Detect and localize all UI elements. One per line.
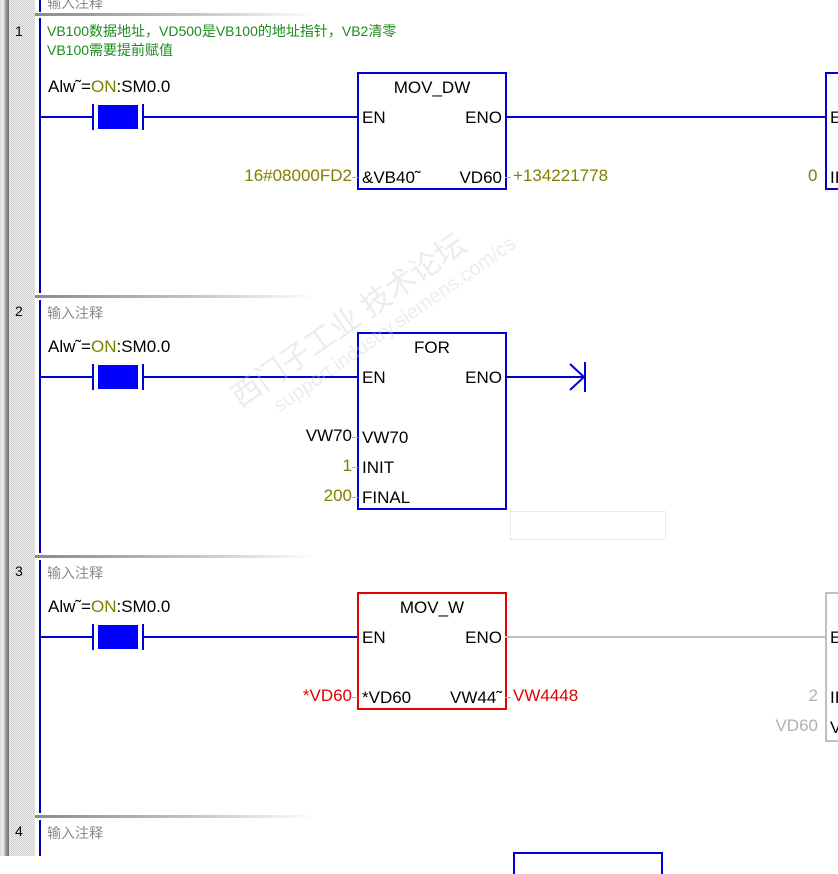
editor-left-border [0, 0, 9, 856]
network-comment[interactable]: 输入注释 [47, 305, 103, 321]
mov-dw-box[interactable]: MOV_DW EN ENO &VB40˜ VD60 [357, 72, 507, 190]
network-number: 2 [15, 303, 23, 319]
output-arrow-icon [569, 362, 586, 392]
contact-label: Alw˜=ON:SM0.0 [48, 337, 171, 356]
comment-line: VB100数据地址，VD500是VB100的地址指针，VB2清零 [47, 23, 397, 39]
operand-out[interactable]: +134221778 [513, 166, 609, 185]
wire [41, 116, 93, 118]
contact-label: Alw˜=ON:SM0.0 [48, 597, 171, 616]
wire [41, 376, 93, 378]
network-separator [35, 13, 315, 16]
wire [505, 376, 585, 378]
network-comment[interactable]: 输入注释 [47, 565, 103, 581]
power-rail [39, 300, 41, 553]
operand-in[interactable]: 2 [808, 686, 818, 705]
pin-init: INIT [362, 458, 395, 477]
wire [144, 116, 358, 118]
mov-w-box[interactable]: MOV_W EN ENO *VD60 VW44˜ [357, 592, 507, 710]
wire [505, 116, 825, 118]
operand-index[interactable]: VW70 [305, 426, 352, 445]
pin-in: V [830, 718, 838, 737]
contact-sm0-0[interactable] [92, 104, 144, 130]
pin-eno: ENO [465, 628, 502, 647]
pin-stub [352, 467, 358, 468]
network-separator [35, 815, 315, 818]
partial-box[interactable]: E II V [825, 592, 838, 742]
pin-in: *VD60 [362, 688, 412, 707]
wire [144, 376, 358, 378]
operand-final[interactable]: 200 [323, 486, 352, 505]
wire [505, 636, 825, 638]
pin-in: &VB40˜ [362, 168, 421, 187]
pin-en: EN [362, 628, 386, 647]
pin-in: II [830, 688, 838, 707]
network-comment[interactable]: VB100数据地址，VD500是VB100的地址指针，VB2清零 VB100需要… [47, 22, 396, 60]
pin-stub [505, 697, 511, 698]
network-separator [35, 555, 315, 558]
partial-box[interactable] [513, 852, 663, 874]
partial-box[interactable]: E II [825, 72, 838, 190]
wire [144, 636, 358, 638]
network-number: 3 [15, 563, 23, 579]
pin-out: VW44˜ [450, 688, 502, 707]
pin-stub [352, 497, 358, 498]
network-comment[interactable]: 输入注释 [47, 825, 103, 841]
box-title: MOV_W [399, 598, 465, 617]
pin-stub [352, 697, 358, 698]
for-box[interactable]: FOR EN ENO VW70 INIT FINAL [357, 332, 507, 510]
pin-out: VD60 [459, 168, 502, 187]
pin-eno: ENO [465, 368, 502, 387]
operand-in[interactable]: *VD60 [302, 686, 352, 705]
network-number: 1 [15, 23, 23, 39]
power-rail [39, 560, 41, 813]
network-comment[interactable]: 输入注释 [47, 0, 103, 11]
contact-on-fill [98, 105, 138, 129]
contact-on-fill [98, 625, 138, 649]
operand-in[interactable]: VD60 [775, 716, 818, 735]
pin-final: FINAL [362, 488, 411, 507]
pin-stub [505, 177, 511, 178]
pin-en: EN [362, 108, 386, 127]
pin-eno: ENO [465, 108, 502, 127]
operand-out[interactable]: VW4448 [513, 686, 579, 705]
pin-stub [352, 177, 358, 178]
operand-in[interactable]: 16#08000FD2 [244, 166, 352, 185]
operand-in[interactable]: 0 [808, 166, 818, 185]
comment-line: VB100需要提前赋值 [47, 42, 174, 58]
pin-en: E [830, 628, 838, 647]
wire [41, 636, 93, 638]
network-gutter [9, 0, 35, 856]
network-number: 4 [15, 823, 23, 839]
pin-stub [352, 437, 358, 438]
contact-sm0-0[interactable] [92, 364, 144, 390]
box-title: MOV_DW [393, 78, 471, 97]
power-rail [39, 18, 41, 293]
pin-en: E [830, 108, 838, 127]
power-rail [39, 0, 41, 12]
contact-sm0-0[interactable] [92, 624, 144, 650]
operand-init[interactable]: 1 [342, 456, 352, 475]
network-separator [35, 295, 315, 298]
pin-in: II [830, 168, 838, 187]
selection-cursor[interactable] [510, 511, 666, 540]
contact-on-fill [98, 365, 138, 389]
pin-en: EN [362, 368, 386, 387]
box-title: FOR [414, 338, 450, 357]
contact-label: Alw˜=ON:SM0.0 [48, 77, 171, 96]
pin-index: VW70 [362, 428, 409, 447]
power-rail [39, 820, 41, 856]
